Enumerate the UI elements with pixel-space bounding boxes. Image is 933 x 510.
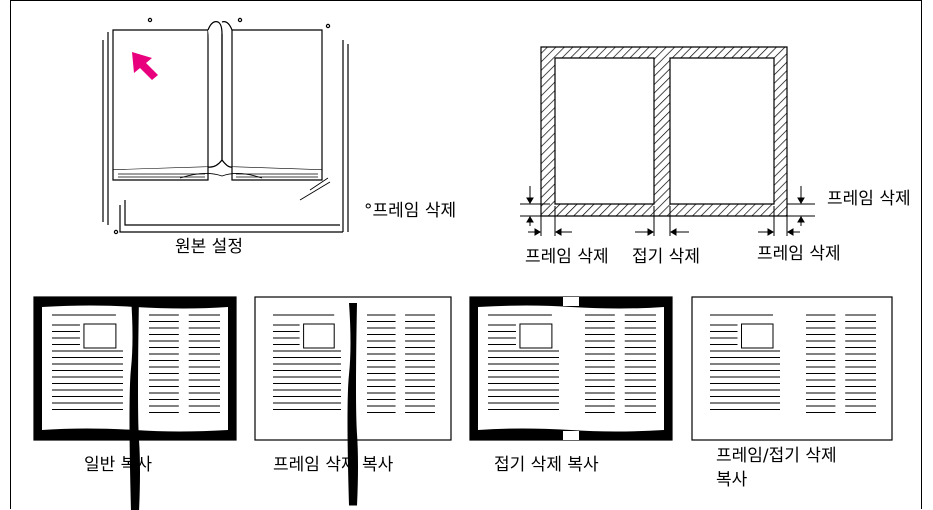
frame-erase-bottom-left-label: 프레임 삭제 (525, 247, 609, 267)
example-caption-frame-fold-line1: 프레임/접기 삭제 (716, 446, 837, 466)
example-normal-copy (33, 296, 237, 510)
erase-area-diagram (520, 46, 815, 236)
book-on-glass-illustration (102, 17, 349, 235)
frame-erase-note-label: °프레임 삭제 (364, 201, 457, 221)
original-setting-label: 원본 설정 (175, 237, 243, 257)
example-fold-erase-copy (469, 296, 673, 441)
example-frame-erase-copy (254, 296, 452, 506)
fold-erase-bottom-label: 접기 삭제 (632, 247, 700, 267)
figure-frame (10, 0, 922, 509)
frame-erase-bottom-right-label: 프레임 삭제 (757, 244, 841, 264)
example-caption-frame-fold-line2: 복사 (716, 470, 748, 490)
example-caption-frame-erase: 프레임 삭제 복사 (273, 455, 394, 475)
example-caption-normal: 일반 복사 (84, 455, 152, 475)
example-caption-fold-erase: 접기 삭제 복사 (494, 455, 599, 475)
example-frame-fold-erase-copy (691, 296, 893, 441)
frame-erase-right-label: 프레임 삭제 (827, 189, 911, 209)
placement-arrow-icon (132, 52, 158, 80)
